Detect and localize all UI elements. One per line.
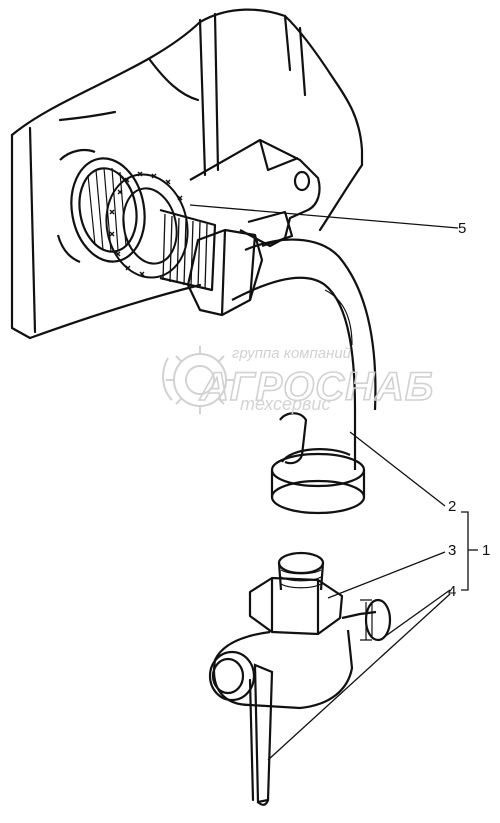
mounting-flange — [189, 138, 321, 248]
drain-tap — [208, 551, 392, 710]
tap-handle — [248, 663, 274, 806]
callout-3: 3 — [448, 542, 456, 559]
callout-5: 5 — [458, 220, 466, 237]
watermark-top-text: группа компаний — [232, 345, 352, 362]
callout-2: 2 — [448, 498, 456, 515]
engine-block — [10, 8, 364, 340]
gear-wreath-icon — [162, 346, 234, 414]
callout-4: 4 — [448, 583, 456, 600]
elbow-pipe — [159, 208, 377, 515]
port-opening — [56, 149, 146, 264]
watermark: группа компаний АГРОСНАБ техсервис — [162, 345, 434, 414]
leader-lines — [189, 204, 478, 761]
sealing-washer — [105, 171, 189, 279]
watermark-bottom-text: техсервис — [240, 394, 330, 414]
watermark-main-text: АГРОСНАБ — [199, 365, 434, 409]
callout-1: 1 — [482, 542, 490, 559]
